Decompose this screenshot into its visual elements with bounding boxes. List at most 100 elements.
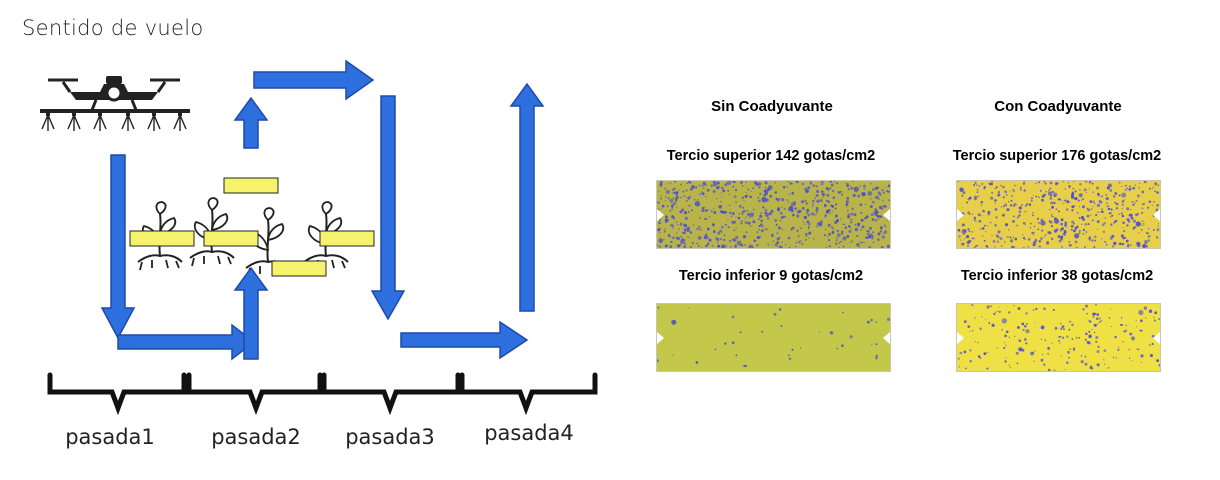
- droplet: [685, 189, 688, 192]
- droplet: [971, 237, 974, 240]
- droplet: [1022, 328, 1025, 332]
- droplet: [1063, 202, 1065, 205]
- droplet: [744, 195, 748, 198]
- droplet: [875, 343, 878, 346]
- droplet: [1126, 218, 1130, 222]
- droplet: [803, 215, 807, 220]
- droplet: [778, 226, 781, 229]
- droplet: [778, 308, 782, 311]
- droplet-texture: [657, 306, 890, 368]
- droplet: [728, 239, 732, 243]
- droplet: [871, 344, 873, 346]
- droplet: [1154, 190, 1156, 193]
- droplet: [1125, 184, 1127, 187]
- droplet: [1079, 182, 1082, 186]
- droplet: [734, 181, 736, 183]
- droplet: [790, 228, 793, 231]
- droplet: [1068, 356, 1071, 359]
- droplet: [1080, 355, 1083, 357]
- droplet: [852, 193, 856, 197]
- droplet: [671, 208, 674, 211]
- droplet: [1151, 204, 1153, 207]
- droplet: [1126, 224, 1129, 227]
- droplet: [767, 243, 770, 246]
- droplet: [742, 209, 746, 213]
- droplet: [784, 216, 787, 218]
- droplet: [734, 235, 739, 240]
- droplet: [739, 243, 742, 246]
- droplet: [875, 321, 877, 323]
- droplet: [987, 212, 990, 216]
- droplet: [672, 236, 675, 240]
- card-notch: [883, 207, 890, 222]
- droplet: [815, 194, 819, 197]
- droplet: [756, 231, 759, 234]
- droplet: [1008, 201, 1010, 203]
- droplet: [1067, 182, 1070, 184]
- droplet: [845, 200, 849, 204]
- droplet: [698, 184, 701, 187]
- droplet: [1038, 245, 1041, 248]
- droplet: [1051, 342, 1053, 344]
- droplet: [1049, 181, 1053, 185]
- droplet: [687, 181, 691, 184]
- droplet: [1049, 194, 1053, 197]
- droplet: [701, 209, 704, 212]
- droplet: [675, 196, 678, 199]
- droplet: [853, 213, 857, 217]
- droplet: [994, 246, 996, 248]
- droplet: [978, 219, 982, 223]
- droplet: [730, 215, 733, 217]
- droplet: [1065, 208, 1069, 211]
- droplet: [1067, 350, 1070, 354]
- droplet: [766, 188, 770, 192]
- droplet: [703, 217, 706, 220]
- droplet: [1008, 336, 1011, 338]
- droplet: [1062, 200, 1064, 202]
- droplet: [963, 320, 967, 324]
- droplet: [1132, 203, 1135, 205]
- droplet: [762, 206, 765, 209]
- droplet: [1140, 228, 1143, 231]
- droplet: [1094, 235, 1097, 239]
- droplet: [705, 233, 708, 236]
- droplet: [1024, 223, 1026, 225]
- droplet: [1031, 231, 1034, 235]
- droplet: [701, 184, 704, 187]
- droplet: [676, 206, 678, 208]
- droplet: [967, 211, 971, 215]
- droplet: [741, 196, 744, 199]
- droplet: [758, 228, 760, 231]
- droplet: [724, 223, 727, 226]
- droplet: [1147, 235, 1151, 238]
- droplet: [1105, 193, 1108, 196]
- droplet: [1127, 243, 1130, 246]
- droplet: [786, 199, 789, 201]
- droplet: [975, 220, 977, 222]
- droplet: [847, 213, 851, 217]
- droplet: [865, 230, 869, 233]
- droplet: [1152, 201, 1155, 203]
- droplet: [1089, 366, 1093, 370]
- droplet: [825, 209, 830, 214]
- droplet: [986, 367, 989, 370]
- droplet: [747, 188, 750, 191]
- droplet: [709, 209, 712, 211]
- droplet: [1128, 188, 1131, 191]
- droplet: [815, 206, 819, 210]
- droplet: [987, 247, 989, 248]
- droplet: [676, 232, 678, 234]
- droplet: [751, 225, 753, 227]
- droplet: [788, 357, 792, 361]
- droplet: [1012, 219, 1015, 223]
- droplet: [1122, 227, 1124, 229]
- droplet: [1047, 347, 1050, 350]
- droplet: [707, 244, 709, 246]
- droplet: [837, 190, 841, 194]
- droplet: [1050, 224, 1054, 228]
- droplet: [840, 240, 842, 243]
- bracket-pass3: [321, 372, 461, 416]
- droplet: [806, 220, 810, 224]
- droplet: [1061, 227, 1064, 231]
- droplet: [1071, 323, 1074, 327]
